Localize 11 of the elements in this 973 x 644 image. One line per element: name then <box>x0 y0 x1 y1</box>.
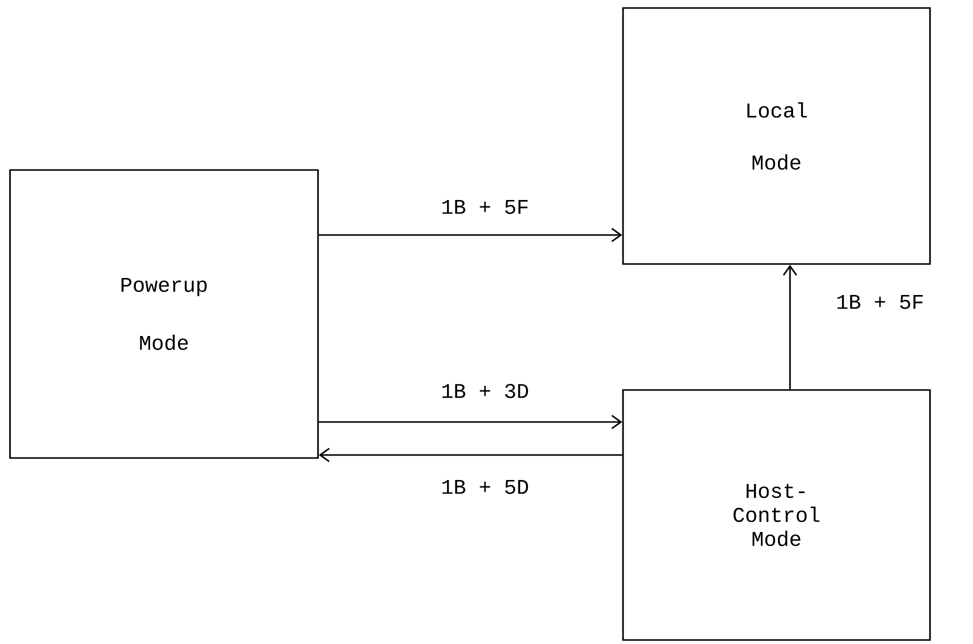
edge-label: 1B + 3D <box>440 382 530 400</box>
arrow <box>782 264 798 390</box>
edge-label: 1B + 5D <box>440 478 530 495</box>
mode-box: Local Mode <box>622 7 931 265</box>
arrow <box>318 228 622 242</box>
edge-label: 1B + 5F <box>834 294 926 310</box>
edge-label: 1B + 5F <box>440 198 530 216</box>
mode-box: Powerup Mode <box>9 169 319 459</box>
arrow <box>318 414 622 430</box>
mode-box: Host-Control Mode <box>622 389 931 641</box>
arrow <box>318 448 622 462</box>
